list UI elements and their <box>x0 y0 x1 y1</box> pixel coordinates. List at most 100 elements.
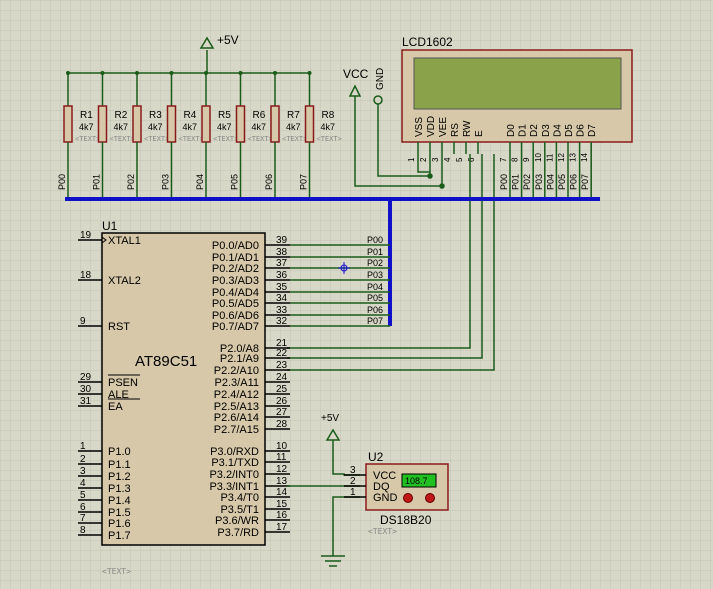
mcu-pin-name: P3.2/INT0 <box>209 469 259 481</box>
power-label-5v: +5V <box>217 33 239 47</box>
sensor-up-button[interactable] <box>425 493 435 503</box>
mcu-pin-name: P0.6/AD6 <box>212 310 259 322</box>
resistor-ref: R7 <box>287 110 300 121</box>
mcu-pin-number: 39 <box>276 235 288 246</box>
resistor-net-label: P04 <box>195 174 205 190</box>
power-terminal-5v[interactable]: +5V <box>199 33 239 49</box>
mcu-pin-name: P1.7 <box>108 530 131 542</box>
mcu-pin-name: P3.4/T0 <box>220 492 259 504</box>
resistor-net-label: P00 <box>57 174 67 190</box>
lcd-pin-6[interactable]: E6 <box>467 130 485 162</box>
mcu-pin-name: PSEN <box>108 377 138 389</box>
bus-net-label: P05 <box>367 293 383 303</box>
lcd-vcc-label: VCC <box>343 67 369 81</box>
lcd-pin-name: VDD <box>426 116 437 137</box>
sensor-name: DS18B20 <box>380 513 432 527</box>
lcd-pin-name: D0 <box>506 124 517 137</box>
mcu-pin-name: P2.5/A13 <box>214 401 259 413</box>
lcd-pin-number: 14 <box>580 153 589 162</box>
lcd-pin-name: D2 <box>529 124 540 137</box>
resistor-text-tag: <TEXT> <box>179 135 204 143</box>
mcu-pin-name: P3.5/T1 <box>220 504 259 516</box>
mcu-pin-name: EA <box>108 401 123 413</box>
sensor-down-button[interactable] <box>403 493 413 503</box>
lcd-pin-5[interactable]: RW5 <box>455 120 473 162</box>
mcu-pin-number: 3 <box>80 466 86 477</box>
lcd-pin-number: 1 <box>407 157 416 162</box>
lcd1602[interactable]: LCD1602 <TEXT> VSS1VDD2VEE3RS4RW5E6D07P0… <box>401 35 633 199</box>
mcu-pin-name: P1.0 <box>108 446 131 458</box>
lcd-pin-number: 3 <box>431 157 440 162</box>
resistor-value: 4k7 <box>114 122 129 132</box>
lcd-pin-name: E <box>474 130 485 137</box>
mcu-pin-name: XTAL2 <box>108 275 141 287</box>
lcd-pin-4[interactable]: RS4 <box>443 123 461 162</box>
lcd-net-label: P06 <box>569 174 579 190</box>
resistor-value: 4k7 <box>321 122 336 132</box>
